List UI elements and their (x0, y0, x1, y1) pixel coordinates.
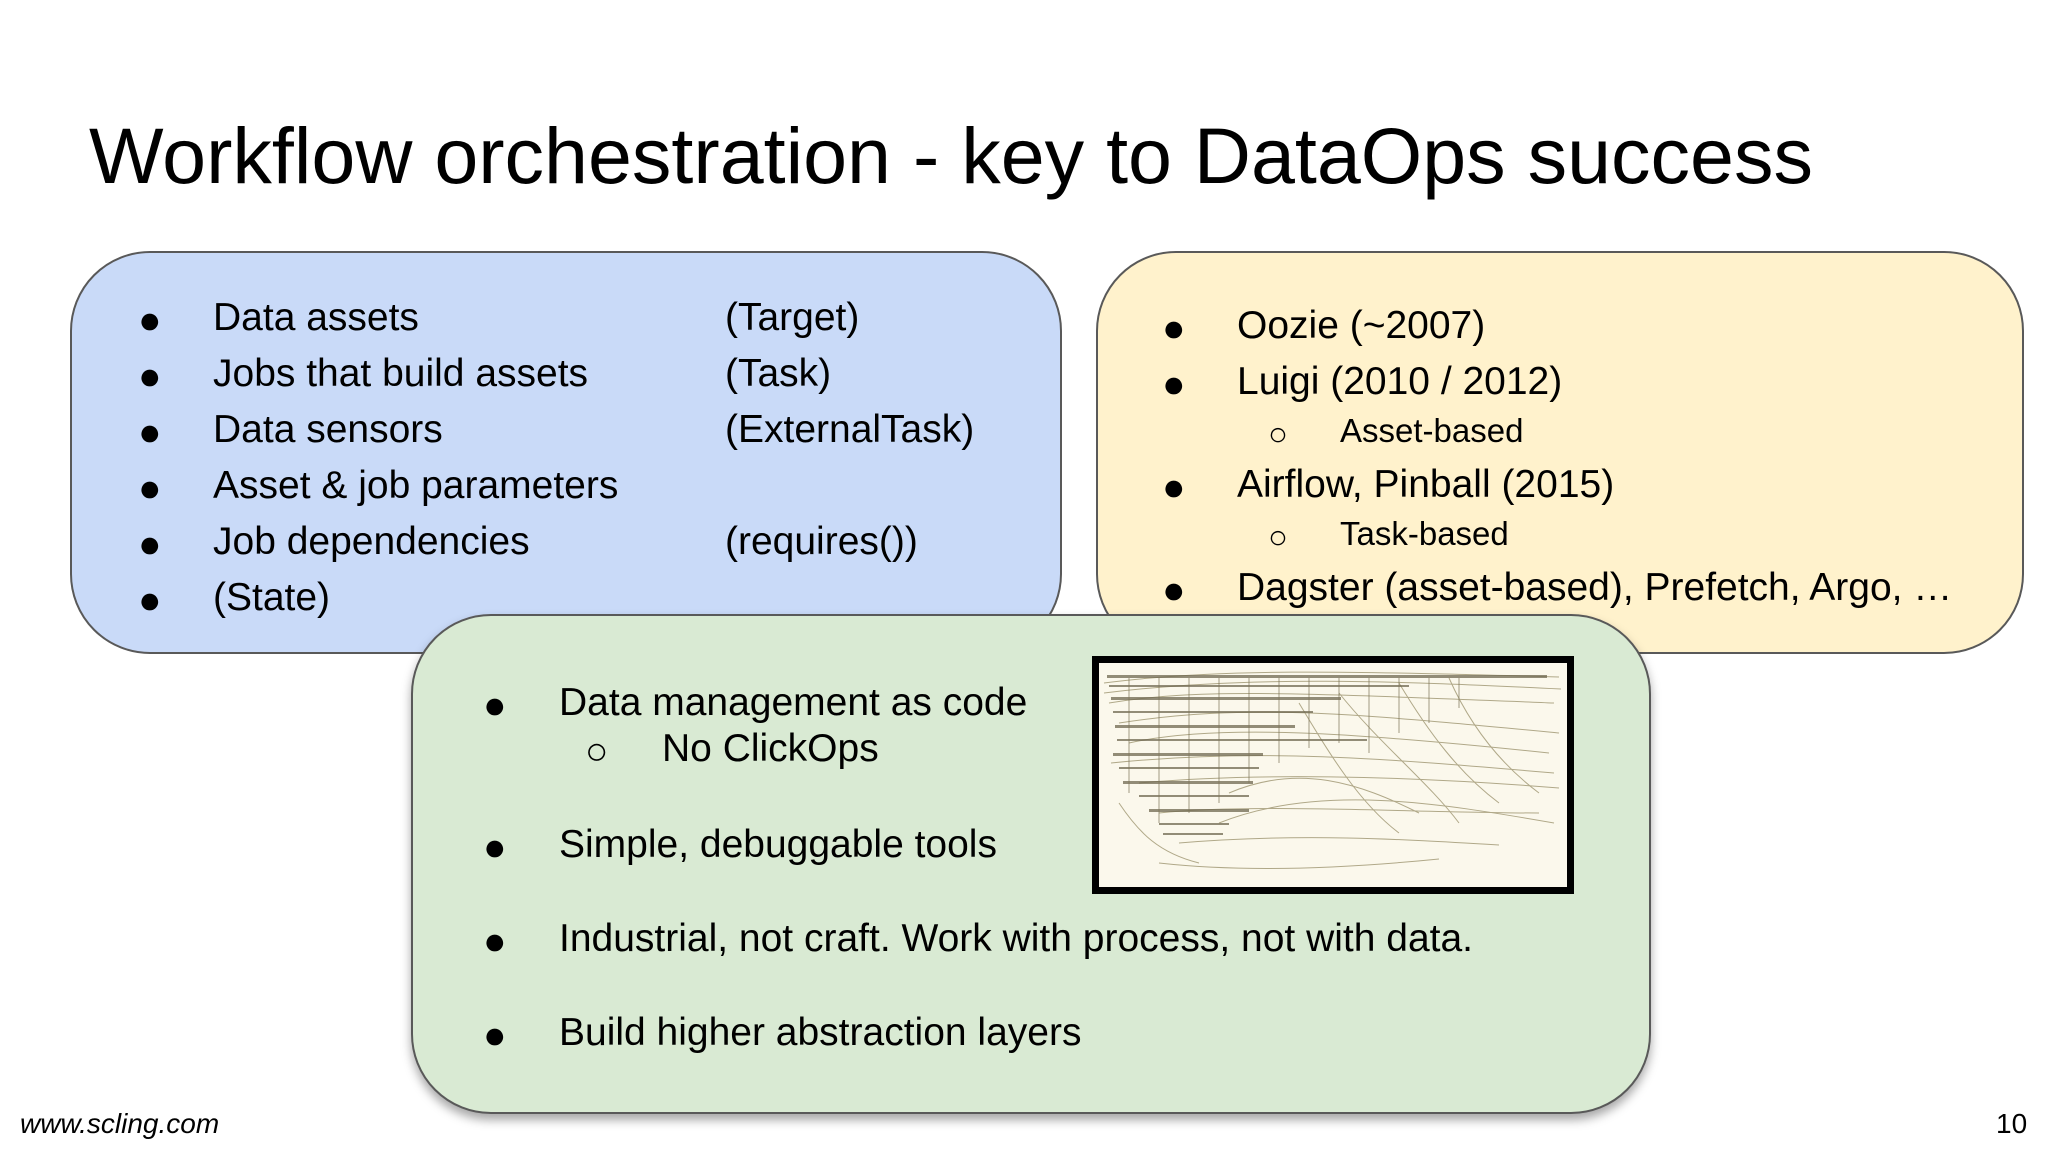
concept-label: Asset & job parameters (213, 464, 619, 507)
bullet: ● (138, 355, 162, 398)
bullet: ● (138, 579, 162, 622)
tool-item: Dagster (asset-based), Prefetch, Argo, … (1237, 566, 1953, 609)
bullet: ● (138, 523, 162, 566)
concept-note: (Task) (725, 352, 832, 395)
bullet: ● (1162, 363, 1186, 406)
page-number: 10 (1996, 1108, 2028, 1139)
bullet: ● (483, 920, 507, 963)
sub-bullet: ○ (1268, 518, 1288, 555)
concept-label: (State) (213, 576, 331, 619)
sub-bullet: ○ (585, 730, 609, 773)
sub-bullet: ○ (1268, 415, 1288, 452)
concept-label: Jobs that build assets (213, 352, 589, 395)
concept-label: Data assets (213, 296, 419, 339)
bullet: ● (483, 826, 507, 869)
slide-title: Workflow orchestration - key to DataOps … (89, 111, 1813, 200)
bullet: ● (1162, 569, 1186, 612)
tool-item: Airflow, Pinball (2015) (1237, 463, 1615, 506)
tools-box: ● Oozie (~2007) ● Luigi (2010 / 2012) ○ … (1096, 251, 2024, 654)
principle-item: Simple, debuggable tools (559, 823, 997, 866)
bullet: ● (1162, 466, 1186, 509)
principle-subitem: No ClickOps (662, 727, 879, 770)
concept-note: (Target) (725, 296, 860, 339)
bullet: ● (138, 411, 162, 454)
tool-item: Oozie (~2007) (1237, 304, 1486, 347)
website-footer: www.scling.com (20, 1108, 220, 1139)
concept-label: Data sensors (213, 408, 443, 451)
tool-item: Luigi (2010 / 2012) (1237, 360, 1563, 403)
bullet: ● (483, 684, 507, 727)
principle-item: Industrial, not craft. Work with process… (559, 917, 1474, 960)
principle-item: Build higher abstraction layers (559, 1011, 1082, 1054)
concept-label: Job dependencies (213, 520, 530, 563)
bullet: ● (138, 467, 162, 510)
workflow-graph-image (1092, 656, 1574, 894)
concept-note: (requires()) (725, 520, 918, 563)
concepts-box: ● Data assets (Target) ● Jobs that build… (70, 251, 1062, 654)
bullet: ● (138, 299, 162, 342)
bullet: ● (1162, 307, 1186, 350)
principle-item: Data management as code (559, 681, 1028, 724)
dependency-graph-illustration (1103, 671, 1562, 869)
tool-subitem: Asset-based (1340, 412, 1524, 449)
concept-note: (ExternalTask) (725, 408, 975, 451)
tool-subitem: Task-based (1340, 515, 1509, 552)
bullet: ● (483, 1014, 507, 1057)
